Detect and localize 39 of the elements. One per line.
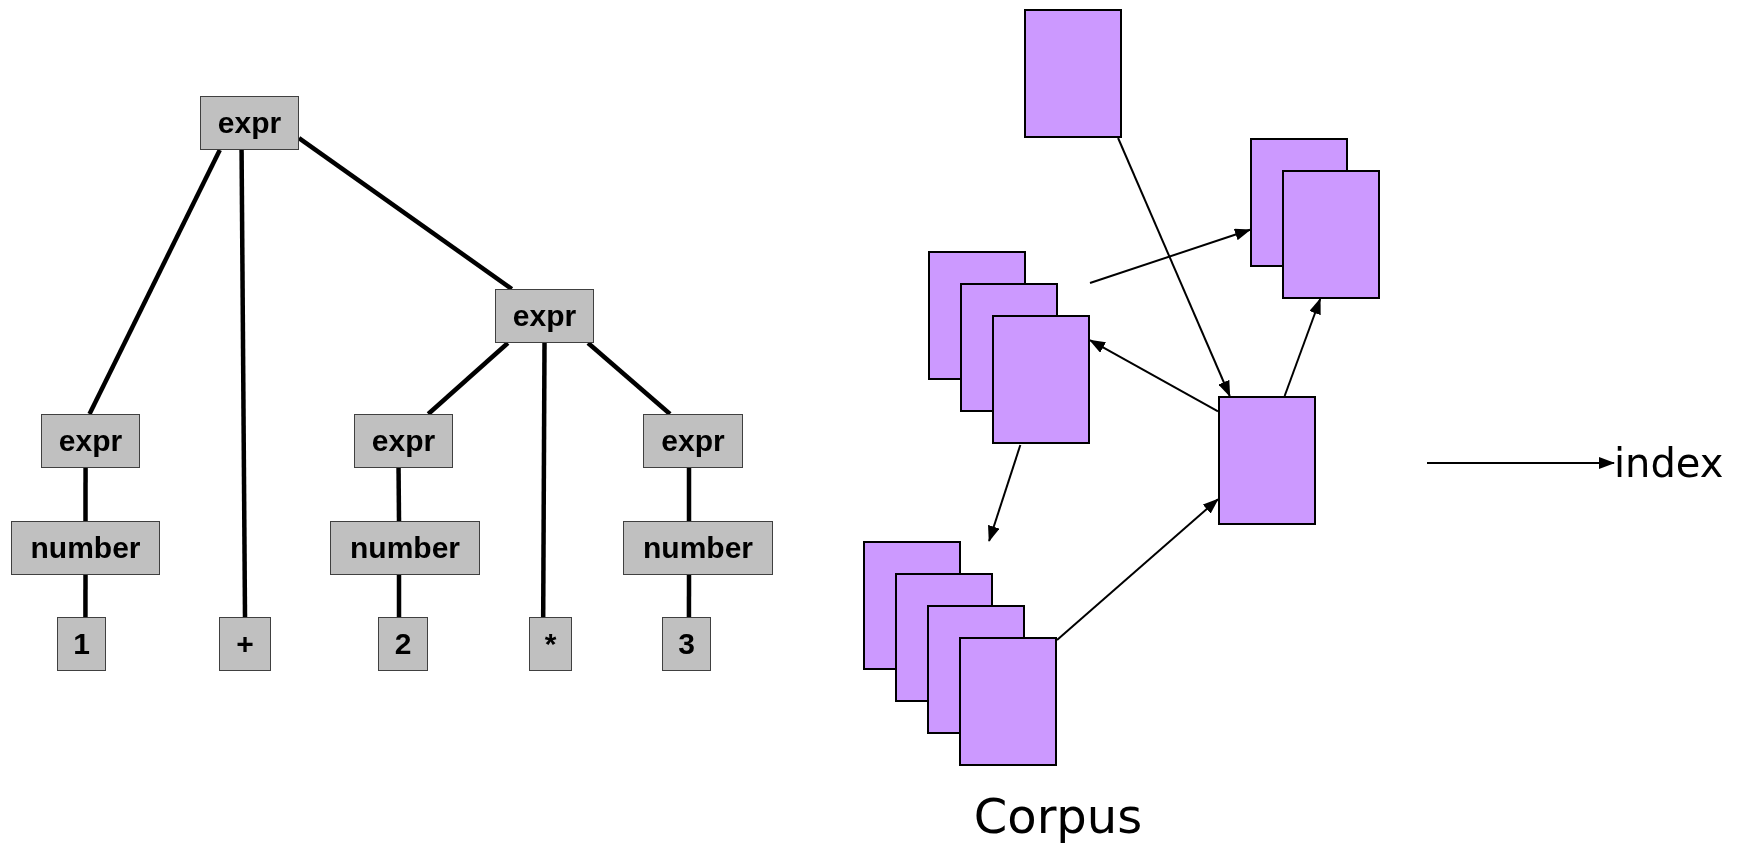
parse-tree-node: *	[529, 617, 572, 671]
document-stack	[863, 541, 1057, 766]
tree-branch-line	[686, 468, 692, 521]
parse-tree-node: number	[11, 521, 160, 575]
tree-branch-line	[83, 468, 88, 521]
arrow	[1089, 339, 1219, 413]
arrow	[1283, 298, 1322, 397]
parse-tree-node: 3	[662, 617, 711, 671]
tree-branch-line	[396, 575, 402, 617]
tree-branch-line	[586, 341, 672, 416]
tree-branch-line	[87, 149, 222, 415]
document-stack	[928, 251, 1090, 445]
arrow	[1056, 498, 1219, 641]
tree-branch-line	[396, 467, 402, 521]
arrow	[1117, 137, 1231, 397]
node-label: Corpus	[973, 788, 1143, 844]
parse-tree-node: number	[623, 521, 773, 575]
parse-tree-node: 2	[378, 617, 428, 671]
arrow	[988, 444, 1022, 542]
tree-branch-line	[297, 136, 514, 291]
parse-tree-node: expr	[41, 414, 140, 468]
parse-tree-node: +	[219, 617, 271, 671]
parse-tree-node: expr	[495, 289, 594, 343]
parse-tree-node: expr	[643, 414, 743, 468]
tree-branch-line	[83, 575, 88, 617]
parse-tree-node: number	[330, 521, 480, 575]
arrow	[1426, 457, 1615, 469]
output-label: index	[1614, 440, 1724, 486]
parse-tree-node: expr	[354, 414, 453, 468]
tree-branch-line	[426, 341, 510, 416]
tree-branch-line	[239, 150, 248, 617]
document-page	[1218, 396, 1316, 525]
tree-branch-line	[540, 343, 547, 617]
tree-branch-line	[686, 575, 692, 617]
arrow	[1089, 228, 1251, 284]
document-page	[1024, 9, 1122, 138]
document-stack	[1250, 138, 1380, 299]
parse-tree-node: expr	[200, 96, 299, 150]
parse-tree-node: 1	[57, 617, 106, 671]
